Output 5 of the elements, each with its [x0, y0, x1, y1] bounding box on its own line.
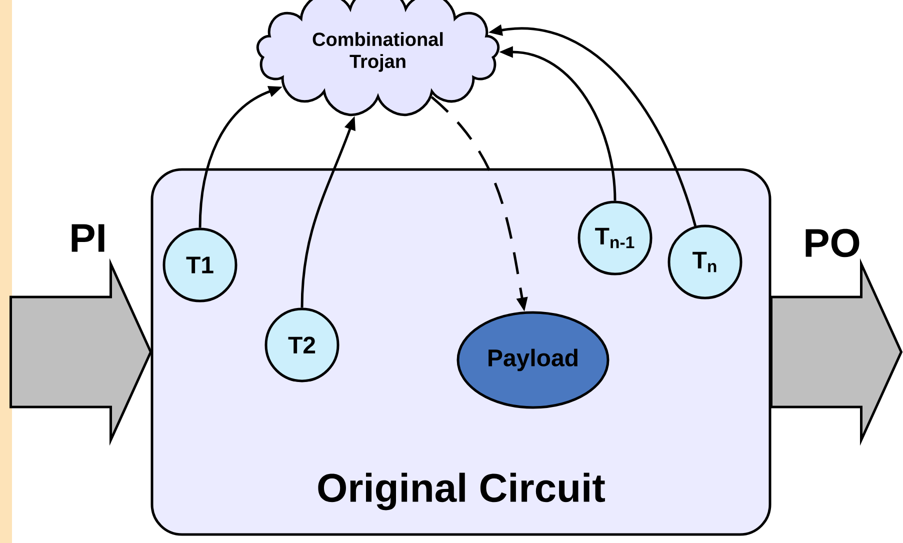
edge-label: PO: [806, 228, 860, 258]
block-arrow: [10, 258, 152, 446]
trojan-cloud: Combinational Trojan: [256, 0, 500, 116]
block-arrow: [770, 258, 903, 446]
edge-label: PI: [72, 224, 104, 252]
